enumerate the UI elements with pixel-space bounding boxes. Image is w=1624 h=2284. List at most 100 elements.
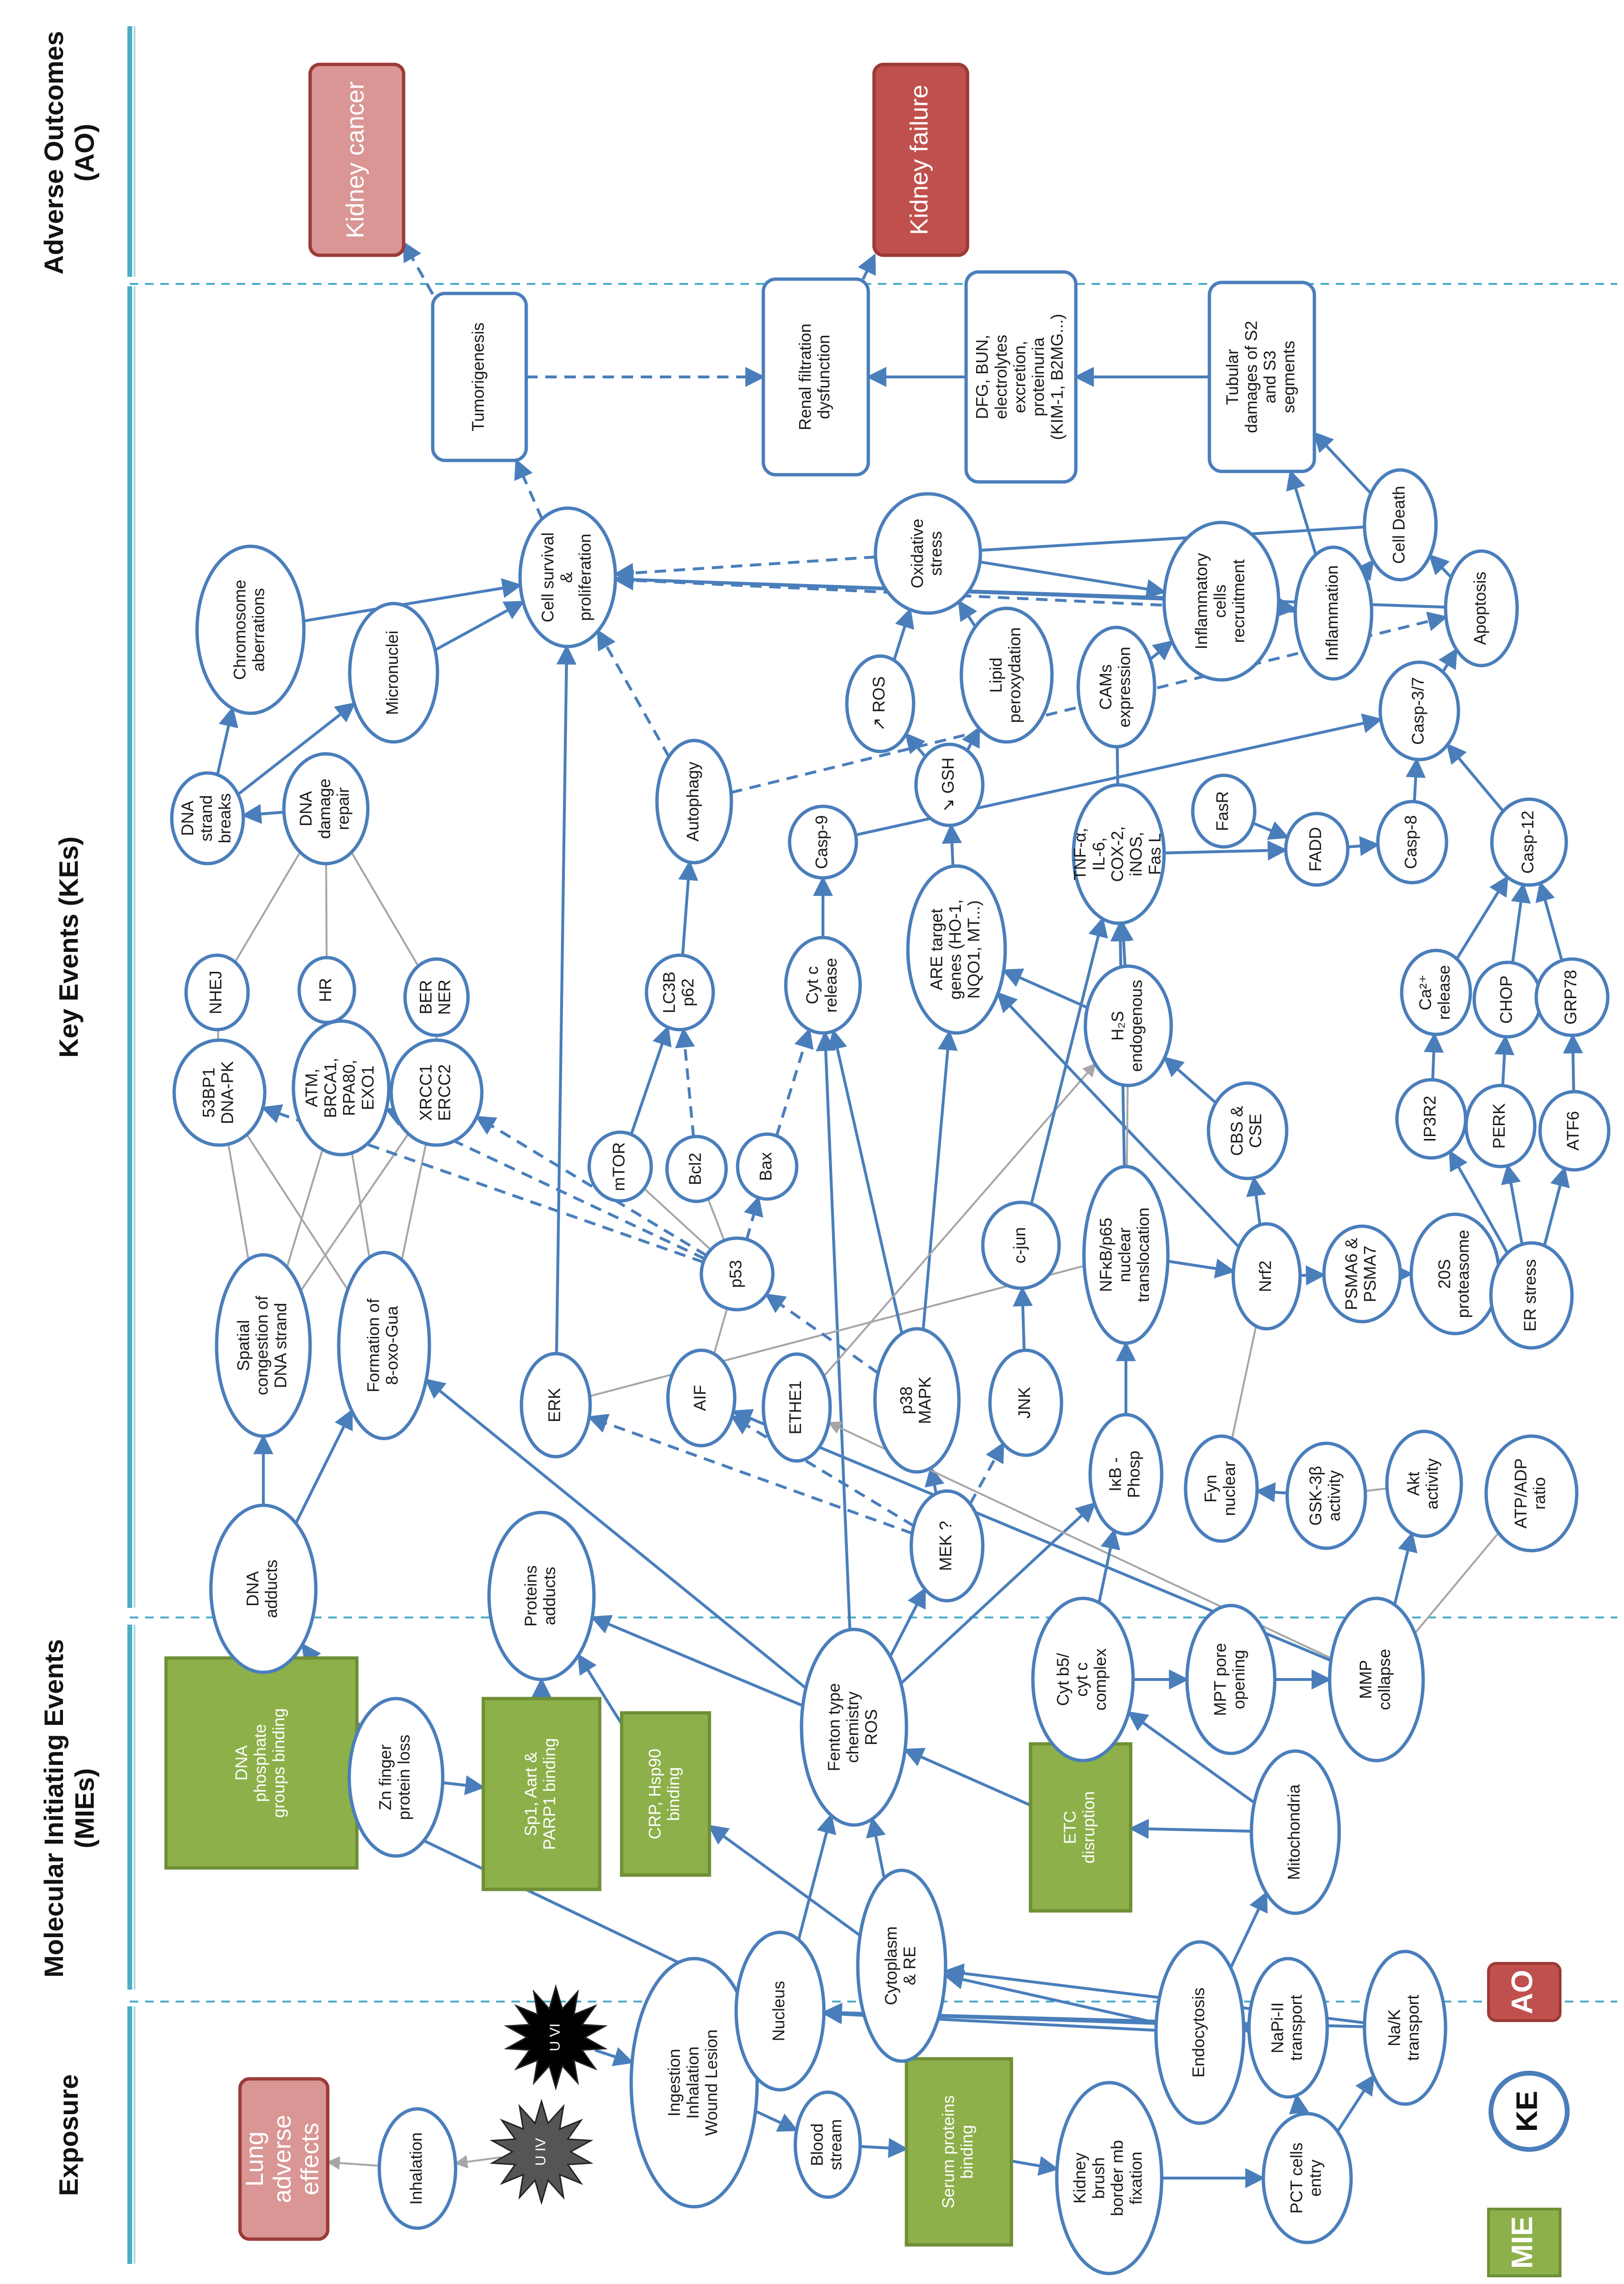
node-label-akt: Aktactivity [1405,1458,1442,1509]
edge-erstress-atf6 [1543,1166,1570,1246]
node-label-sp1: Sp1, Aart &PARP1 binding [522,1738,559,1850]
node-protadd: Proteinsadducts [487,1511,596,1681]
node-atp: ATP/ADPratio [1484,1434,1579,1553]
node-atf6: ATF6 [1538,1090,1611,1172]
edge-fasr-fadd [1252,821,1290,840]
node-shape-celldeath [1363,468,1438,582]
node-label-ikb: IκB -Phosp [1106,1450,1144,1498]
edge-oxstress-celldeath [980,525,1365,552]
node-xrcc: XRCC1ERCC2 [389,1038,484,1147]
node-shape-autoph [655,739,733,865]
legend-label-mie: MIE [1506,2216,1539,2269]
edge-dnaadd-oxo [294,1408,353,1524]
edge-cyto-fenton [866,1816,886,1879]
node-aif: AIF [666,1348,737,1448]
edge-endo-mito [1229,1891,1268,1969]
node-label-gsh: ↘ GSH [939,758,958,813]
node-label-mpt: MPT poreopening [1211,1643,1249,1716]
node-shape-inflcells [1162,521,1280,682]
node-shape-psma [1322,1224,1402,1324]
edge-p38-cytc [827,1029,904,1334]
node-shape-grp78 [1534,957,1610,1037]
node-shape-atf6 [1538,1090,1611,1172]
edge-inflcells-inflam [1276,597,1298,617]
node-label-hr: HR [316,978,335,1002]
node-akt: Aktactivity [1385,1429,1463,1538]
legend-swatch-ao [1487,1962,1562,2022]
node-label-ethe1: ETHE1 [786,1381,805,1435]
node-label-atf6: ATF6 [1564,1111,1582,1151]
node-nucleus: Nucleus [734,1930,826,2092]
legend-ao: AO [1487,1962,1562,2022]
node-label-micro: Micronuclei [383,631,402,715]
edge-endo-cyto [943,1970,1157,2024]
node-label-lc3b: LC3Bp62 [660,971,697,1013]
node-shape-kbb [1055,2081,1164,2275]
node-survival: Cell survival&proliferation [518,506,617,648]
band-label-ao: Adverse Outcomes(AO) [39,31,99,274]
node-ca: Ca²⁺release [1400,949,1472,1036]
edge-zn-sp1 [442,1775,486,1795]
edge-ingest-blood [755,2109,799,2132]
node-oxstress: Oxidativestress [874,492,982,615]
edge-inflam-tubular [1286,469,1317,555]
node-shape-h2s [1083,964,1173,1087]
node-label-p20s: 20Sproteasome [1436,1230,1473,1318]
node-shape-fenton [800,1627,908,1827]
node-dnadr: DNAdamagerepair [282,752,370,866]
node-shape-fasr [1191,773,1257,849]
node-shape-lc3b [645,953,715,1032]
edge-cams-inflcells [1149,640,1174,661]
edge-mek-erk [587,1414,913,1535]
node-inflam: Inflammation [1293,545,1374,681]
edge-fenton-protadd [590,1615,803,1707]
node-shape-kfailure [872,63,969,257]
node-fasr: FasR [1191,773,1257,849]
edge-perk-chop [1494,1034,1515,1086]
node-label-bax: Bax [757,1152,775,1181]
node-crp: CRP, Hsp90binding [620,1711,711,1877]
node-napi: NaPi-IItransport [1247,1957,1329,2099]
node-label-fenton: Fenton typechemistryROS [825,1683,881,1772]
node-s53bp1: 53BP1DNA-PK [172,1038,267,1147]
node-shape-cytc [784,936,862,1035]
edge-serum-kbb [1011,2156,1059,2176]
node-shape-chrom [195,544,306,715]
node-mtor: mTOR [587,1130,653,1203]
node-serum: Serum proteinsbinding [905,2057,1013,2247]
node-shape-atp [1484,1434,1579,1553]
node-shape-berner [403,957,470,1037]
node-zn: Zn fingerprotein loss [347,1697,445,1858]
node-shape-tnf [1072,783,1166,925]
edge-micro-survival [434,600,525,652]
edge-uiv-inhal [454,2155,501,2169]
node-shape-zn [347,1697,445,1858]
legend-swatch-mie [1487,2208,1562,2277]
node-label-casp8: Casp-8 [1402,815,1420,869]
node-label-cams: CAMsexpression [1097,647,1134,727]
edge-erk-survival [555,644,577,1354]
band-label-ke: Key Events (KEs) [53,836,83,1058]
edge-fyn-nrf2 [1231,1325,1257,1439]
node-ethe1: ETHE1 [761,1352,832,1463]
node-erk: ERK [520,1352,592,1459]
edge-s53bp1-nhej [217,1029,219,1041]
node-shape-xrcc [389,1038,484,1147]
node-gsk: GSK-3βactivity [1285,1441,1367,1550]
edge-casp37-apopt [1438,647,1458,673]
edge-pct-nak [1336,2074,1375,2133]
edge-casp12-casp37 [1446,743,1505,813]
node-micro: Micronuclei [348,602,439,744]
edge-nrf2-are [997,991,1240,1248]
edge-oxstress-inflcells [979,560,1166,599]
node-shape-are [906,864,1007,1035]
node-ip3r2: IP3R2 [1395,1078,1468,1160]
node-shape-lung [238,2077,330,2241]
edge-celldeath-tubular [1313,431,1372,495]
node-shape-bax [736,1132,799,1201]
node-label-ingest: IngestionInhalationWound Lesion [665,2029,721,2136]
edge-p53-xrcc [475,1116,708,1257]
node-label-nrf2: Nrf2 [1256,1261,1275,1292]
edge-gsh-ros [905,732,927,758]
